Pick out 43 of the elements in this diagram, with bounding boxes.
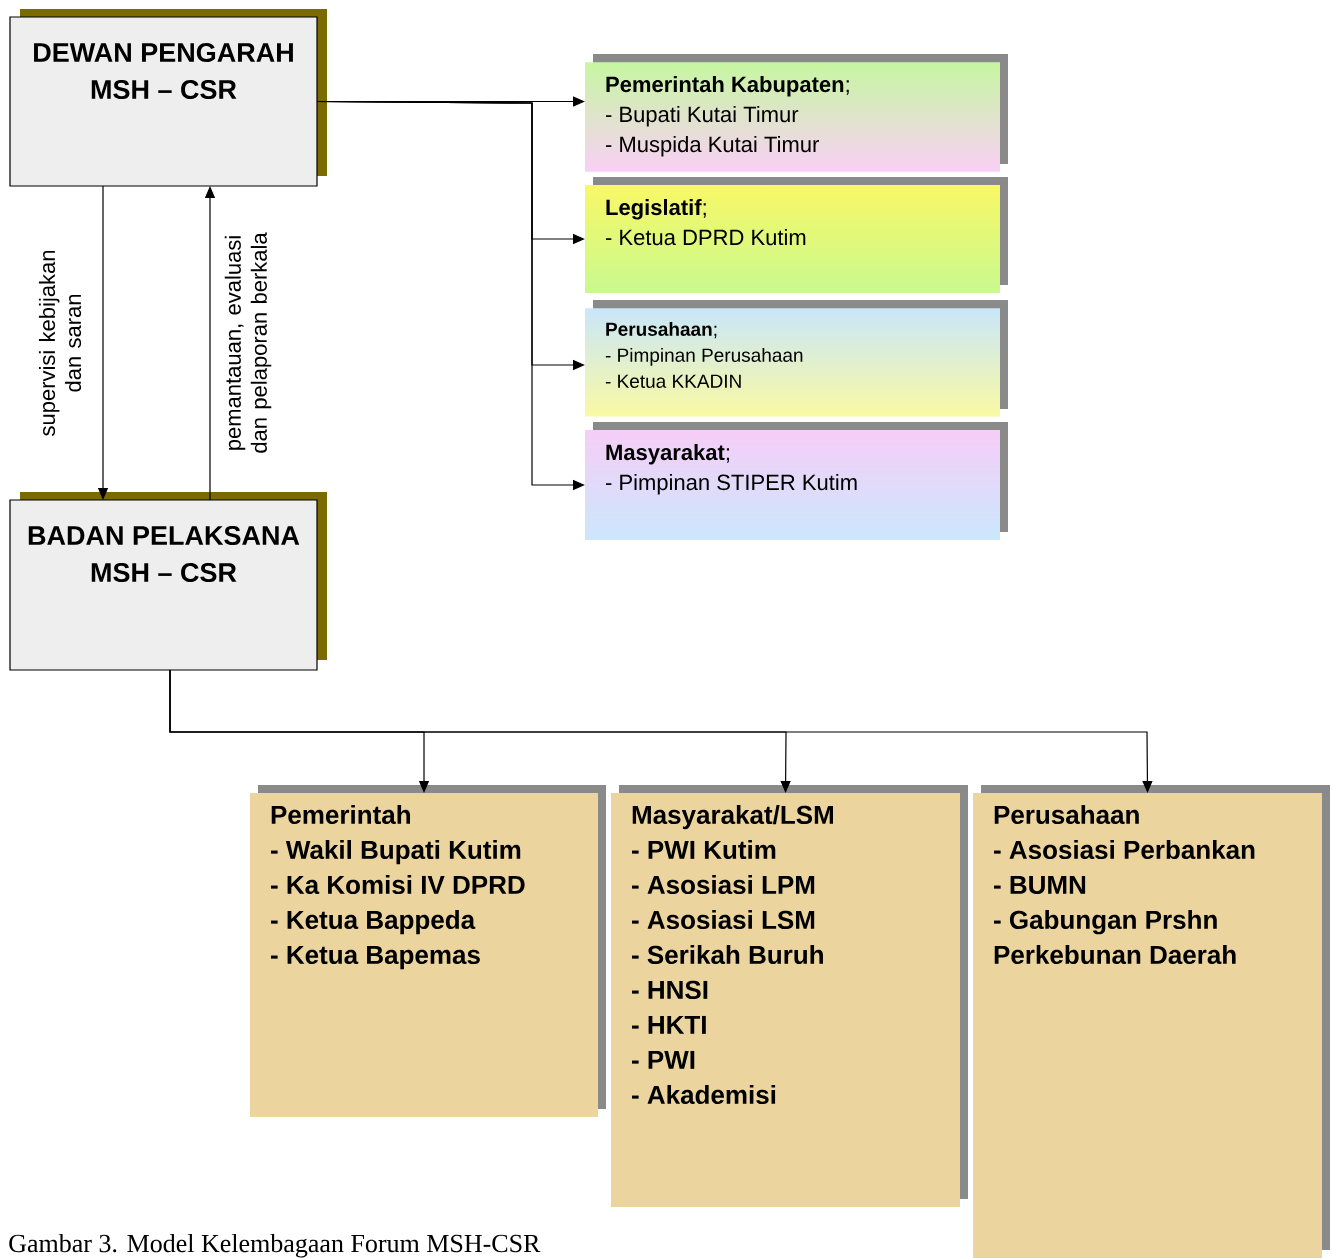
- box-heading: Perusahaan: [994, 805, 1139, 825]
- org-box: [9, 9, 327, 187]
- list-item: - Asosiasi LPM: [632, 875, 815, 895]
- list-item: - HNSI: [632, 980, 708, 1000]
- list-item: - Wakil Bupati Kutim: [271, 840, 521, 865]
- edge-label: supervisi kebijakan dan saran: [38, 250, 82, 436]
- list-item: - Pimpinan Perusahaan: [605, 348, 803, 366]
- list-item: - Ketua KKADIN: [605, 374, 741, 388]
- list-item: - PWI Kutim: [632, 840, 776, 860]
- box-heading: Pemerintah Kabupaten;: [606, 76, 849, 97]
- list-item: - Gabungan Prshn Perkebunan Daerah: [994, 910, 1236, 965]
- arrow: [169, 669, 1153, 793]
- org-box: [585, 422, 1008, 540]
- list-item: - PWI: [632, 1050, 695, 1069]
- list-item: - Ketua DPRD Kutim: [606, 229, 806, 246]
- org-box: [585, 54, 1008, 172]
- list-item: - Ketua Bappeda: [271, 910, 476, 935]
- edge-label: pemantauan, evaluasi dan pelaporan berkala: [224, 232, 272, 453]
- list-item: - Akademisi: [632, 1085, 776, 1105]
- list-item: - Pimpinan STIPER Kutim: [606, 474, 857, 495]
- box-title: DEWAN PENGARAH MSH – CSR: [34, 43, 293, 100]
- box-heading: Masyarakat;: [606, 444, 729, 465]
- list-item: - BUMN: [994, 875, 1086, 895]
- list-item: - Ka Komisi IV DPRD: [271, 875, 525, 895]
- org-box: [9, 492, 327, 671]
- list-item: - Asosiasi LSM: [632, 910, 815, 930]
- box-heading: Perusahaan;: [606, 322, 717, 339]
- box-heading: Legislatif;: [606, 199, 706, 220]
- list-item: - Ketua Bapemas: [271, 945, 480, 970]
- org-box: [973, 785, 1330, 1258]
- org-box: [611, 785, 968, 1207]
- list-item: - Bupati Kutai Timur: [606, 106, 799, 127]
- box-heading: Masyarakat/LSM: [632, 805, 833, 830]
- box-title: BADAN PELAKSANA MSH – CSR: [28, 526, 300, 583]
- list-item: - HKTI: [632, 1015, 706, 1034]
- list-item: - Muspida Kutai Timur: [606, 136, 819, 157]
- org-box: [250, 785, 606, 1117]
- caption: Gambar 3. Model Kelembagaan Forum MSH-CSR: [9, 1233, 541, 1258]
- box-heading: Pemerintah: [271, 805, 410, 825]
- org-box: [585, 300, 1008, 417]
- org-box: [585, 177, 1008, 293]
- list-item: - Serikah Buruh: [632, 945, 823, 965]
- list-item: - Asosiasi Perbankan: [994, 840, 1255, 860]
